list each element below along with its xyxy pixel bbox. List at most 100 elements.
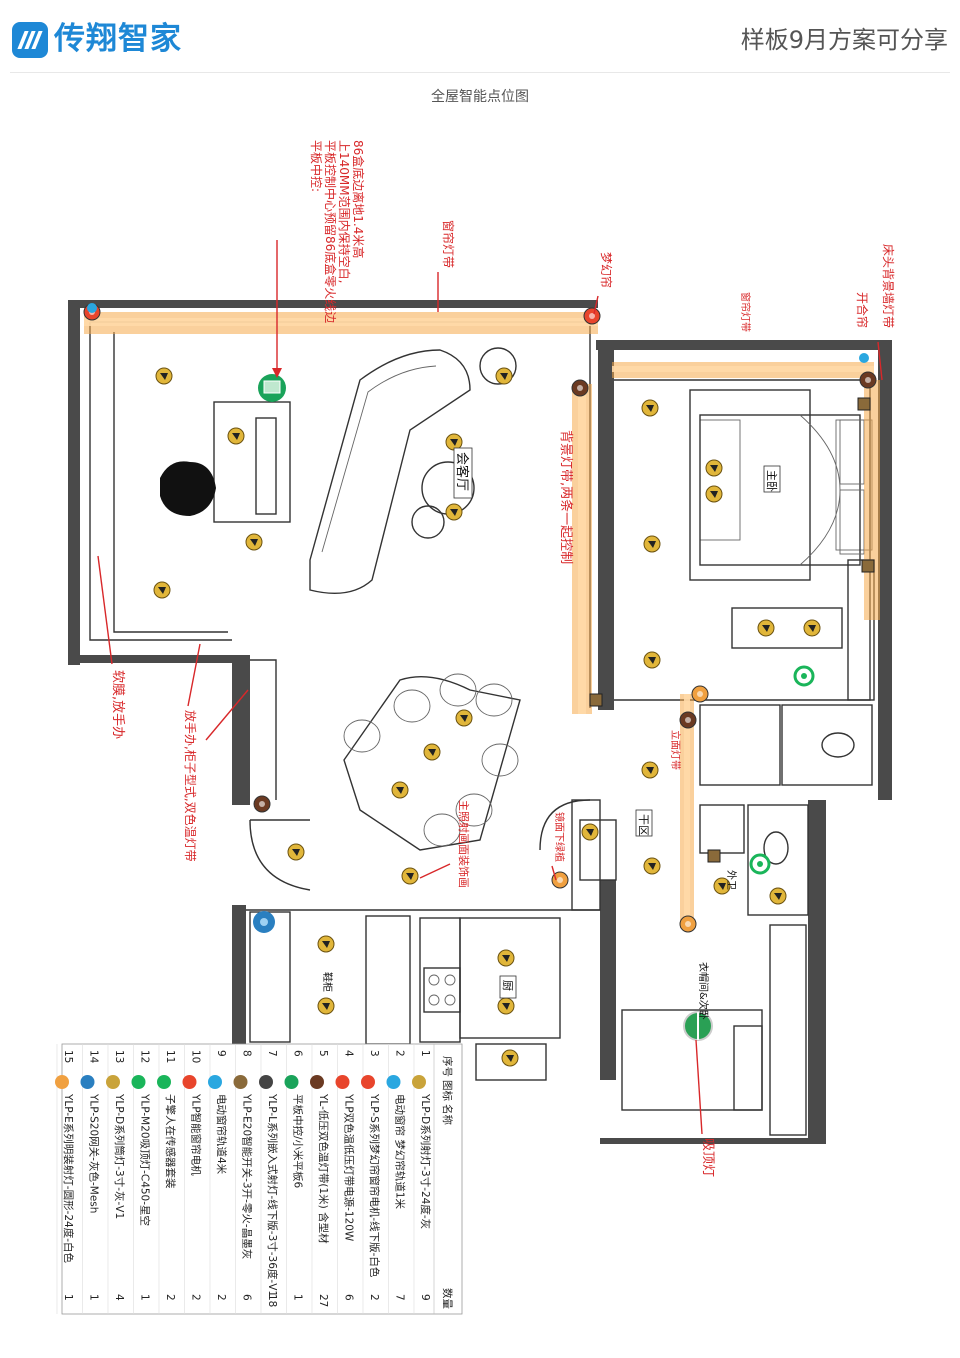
spotlight-icon bbox=[643, 857, 661, 875]
room-kitchen: 厨 bbox=[501, 980, 514, 991]
strip-power-icon bbox=[583, 307, 601, 325]
legend-row-qty: 1 bbox=[62, 1294, 74, 1301]
dream-curtain-label: 梦幻帘 bbox=[599, 252, 614, 288]
legend-row-qty: 2 bbox=[215, 1294, 227, 1301]
legend-row-name: 电动窗帘轨道4米 bbox=[215, 1094, 228, 1175]
room-bath: 外卫 bbox=[725, 870, 737, 890]
tv-wall-strip-label: 背景灯带,两条一起控制 bbox=[558, 430, 574, 564]
spotlight-icon bbox=[705, 459, 723, 477]
legend-row-number: 6 bbox=[292, 1050, 304, 1057]
room-shoe: 鞋柜 bbox=[321, 972, 334, 992]
legend-row-qty: 7 bbox=[394, 1294, 406, 1301]
legend-row-name: YLP-L系列嵌入式射灯-线下版-3寸-36度-V1 bbox=[266, 1093, 279, 1297]
spotlight-icon bbox=[495, 367, 513, 385]
curtain-track-icon bbox=[386, 1075, 401, 1089]
spotlight-icon bbox=[501, 1049, 519, 1067]
strip-power-icon bbox=[551, 871, 569, 889]
surface-spot-icon bbox=[55, 1075, 69, 1089]
room-labels: 会客厅 主卧 干区 外卫 厨 鞋柜 衣帽间&次卧 bbox=[321, 447, 781, 1020]
document-title: 全屋智能点位图 bbox=[431, 89, 529, 105]
legend-row-name: 平板中控/小米平板6 bbox=[292, 1094, 305, 1189]
spotlight-icon bbox=[713, 877, 731, 895]
legend-row-number: 3 bbox=[368, 1050, 380, 1057]
strip-power-icon bbox=[691, 685, 709, 703]
toilet-upper bbox=[821, 732, 855, 758]
legend-row-number: 5 bbox=[317, 1050, 329, 1057]
soft-film-label: 软膜,放手办 bbox=[110, 670, 125, 739]
gateway-icon bbox=[253, 911, 275, 933]
switch-icon bbox=[589, 693, 603, 707]
legend-header: 数量 bbox=[441, 1288, 454, 1310]
spotlight-icon bbox=[497, 949, 515, 967]
legend-row-number: 2 bbox=[394, 1050, 406, 1057]
bed-back-strip-label: 床头背景墙灯带 bbox=[881, 244, 895, 328]
lounge-chair bbox=[160, 461, 216, 516]
brand-logo-icon bbox=[12, 22, 48, 58]
legend-row-qty: 1 bbox=[292, 1294, 304, 1301]
room-dry: 干区 bbox=[637, 814, 650, 836]
switch-icon bbox=[707, 849, 721, 863]
display-cabinet-label: 放手办,柜子型式,双色温灯带 bbox=[183, 710, 198, 862]
legend-row-qty: 18 bbox=[266, 1294, 278, 1307]
legend-row-qty: 2 bbox=[190, 1294, 202, 1301]
legend-row-qty: 27 bbox=[317, 1294, 329, 1307]
strip-power-icon bbox=[679, 915, 697, 933]
legend-row-number: 11 bbox=[164, 1050, 176, 1063]
strip-power-icon bbox=[679, 711, 697, 729]
spotlight-icon bbox=[317, 935, 335, 953]
legend-row-qty: 1 bbox=[139, 1294, 151, 1301]
page-header: 传翔智家 样板9月方案可分享 bbox=[0, 0, 960, 74]
legend-row-name: YLP-M20吸顶灯-C450-星空 bbox=[139, 1093, 152, 1226]
legend-row-number: 1 bbox=[419, 1050, 431, 1057]
spotlight-icon bbox=[287, 843, 305, 861]
spotlight-icon bbox=[412, 1075, 426, 1089]
ceiling-lamp-icon bbox=[131, 1075, 146, 1089]
can-light-icon bbox=[106, 1075, 120, 1089]
presence-sensor-icon bbox=[749, 853, 771, 875]
legend-row-number: 14 bbox=[88, 1050, 100, 1064]
legend-row-number: 13 bbox=[113, 1050, 125, 1063]
led-strip-icon bbox=[310, 1075, 324, 1089]
legend-row-name: YLP-S20网关-灰色-Mesh bbox=[88, 1093, 101, 1213]
spotlight-icon bbox=[769, 887, 787, 905]
spotlight-icon bbox=[641, 761, 659, 779]
legend-row-qty: 6 bbox=[241, 1294, 253, 1301]
room-living: 会客厅 bbox=[454, 452, 470, 491]
legend-row-qty: 1 bbox=[88, 1294, 100, 1301]
switch-icon bbox=[233, 1075, 248, 1089]
dining-table bbox=[343, 673, 521, 851]
presence-sensor-icon bbox=[157, 1075, 171, 1089]
spotlight-icon bbox=[581, 823, 599, 841]
legend-header: 图标 bbox=[441, 1080, 453, 1102]
legend-row-number: 12 bbox=[139, 1050, 151, 1063]
legend-row-number: 8 bbox=[241, 1050, 253, 1057]
legend-row-name: YLP-E系列明装射灯-圆形-24度-白色 bbox=[62, 1093, 75, 1264]
ceiling-lamp-icon bbox=[683, 1011, 713, 1041]
spotlight-icon bbox=[391, 781, 409, 799]
spotlight-icon bbox=[757, 619, 775, 637]
tablet-note-1: 平板中控: bbox=[309, 140, 324, 192]
header-divider bbox=[10, 72, 950, 73]
spotlight-icon bbox=[643, 651, 661, 669]
room-cloak: 衣帽间&次卧 bbox=[697, 962, 710, 1020]
curtain-motor-icon bbox=[361, 1075, 375, 1089]
spotlight-icon bbox=[317, 997, 335, 1015]
brand-name: 传翔智家 bbox=[54, 21, 182, 57]
room-master: 主卧 bbox=[765, 470, 778, 492]
mirror-strip-label: 镜面下绿植 bbox=[553, 812, 566, 862]
strip-power-icon bbox=[253, 795, 271, 813]
spotlight-icon bbox=[227, 427, 245, 445]
legend-row-number: 15 bbox=[62, 1050, 74, 1063]
spotlight-icon bbox=[155, 367, 173, 385]
strip-power-icon bbox=[571, 379, 589, 397]
strip-power-icon bbox=[859, 371, 877, 389]
ceiling-light-label: 吸顶灯 bbox=[700, 1138, 715, 1177]
legend-row-number: 9 bbox=[215, 1050, 227, 1057]
toilet-lower bbox=[763, 831, 789, 865]
spotlight-icon bbox=[445, 503, 463, 521]
light-strips bbox=[84, 312, 880, 928]
legend-row-qty: 2 bbox=[164, 1294, 176, 1301]
tablet-note-4: 86盒底边离地1.4米高 bbox=[351, 140, 366, 258]
legend-row-qty: 4 bbox=[113, 1294, 125, 1301]
annotations: 平板中控: 平板控制中心预留86底盒零火线边 上140MM范围内保持空白, 86… bbox=[97, 140, 895, 1177]
